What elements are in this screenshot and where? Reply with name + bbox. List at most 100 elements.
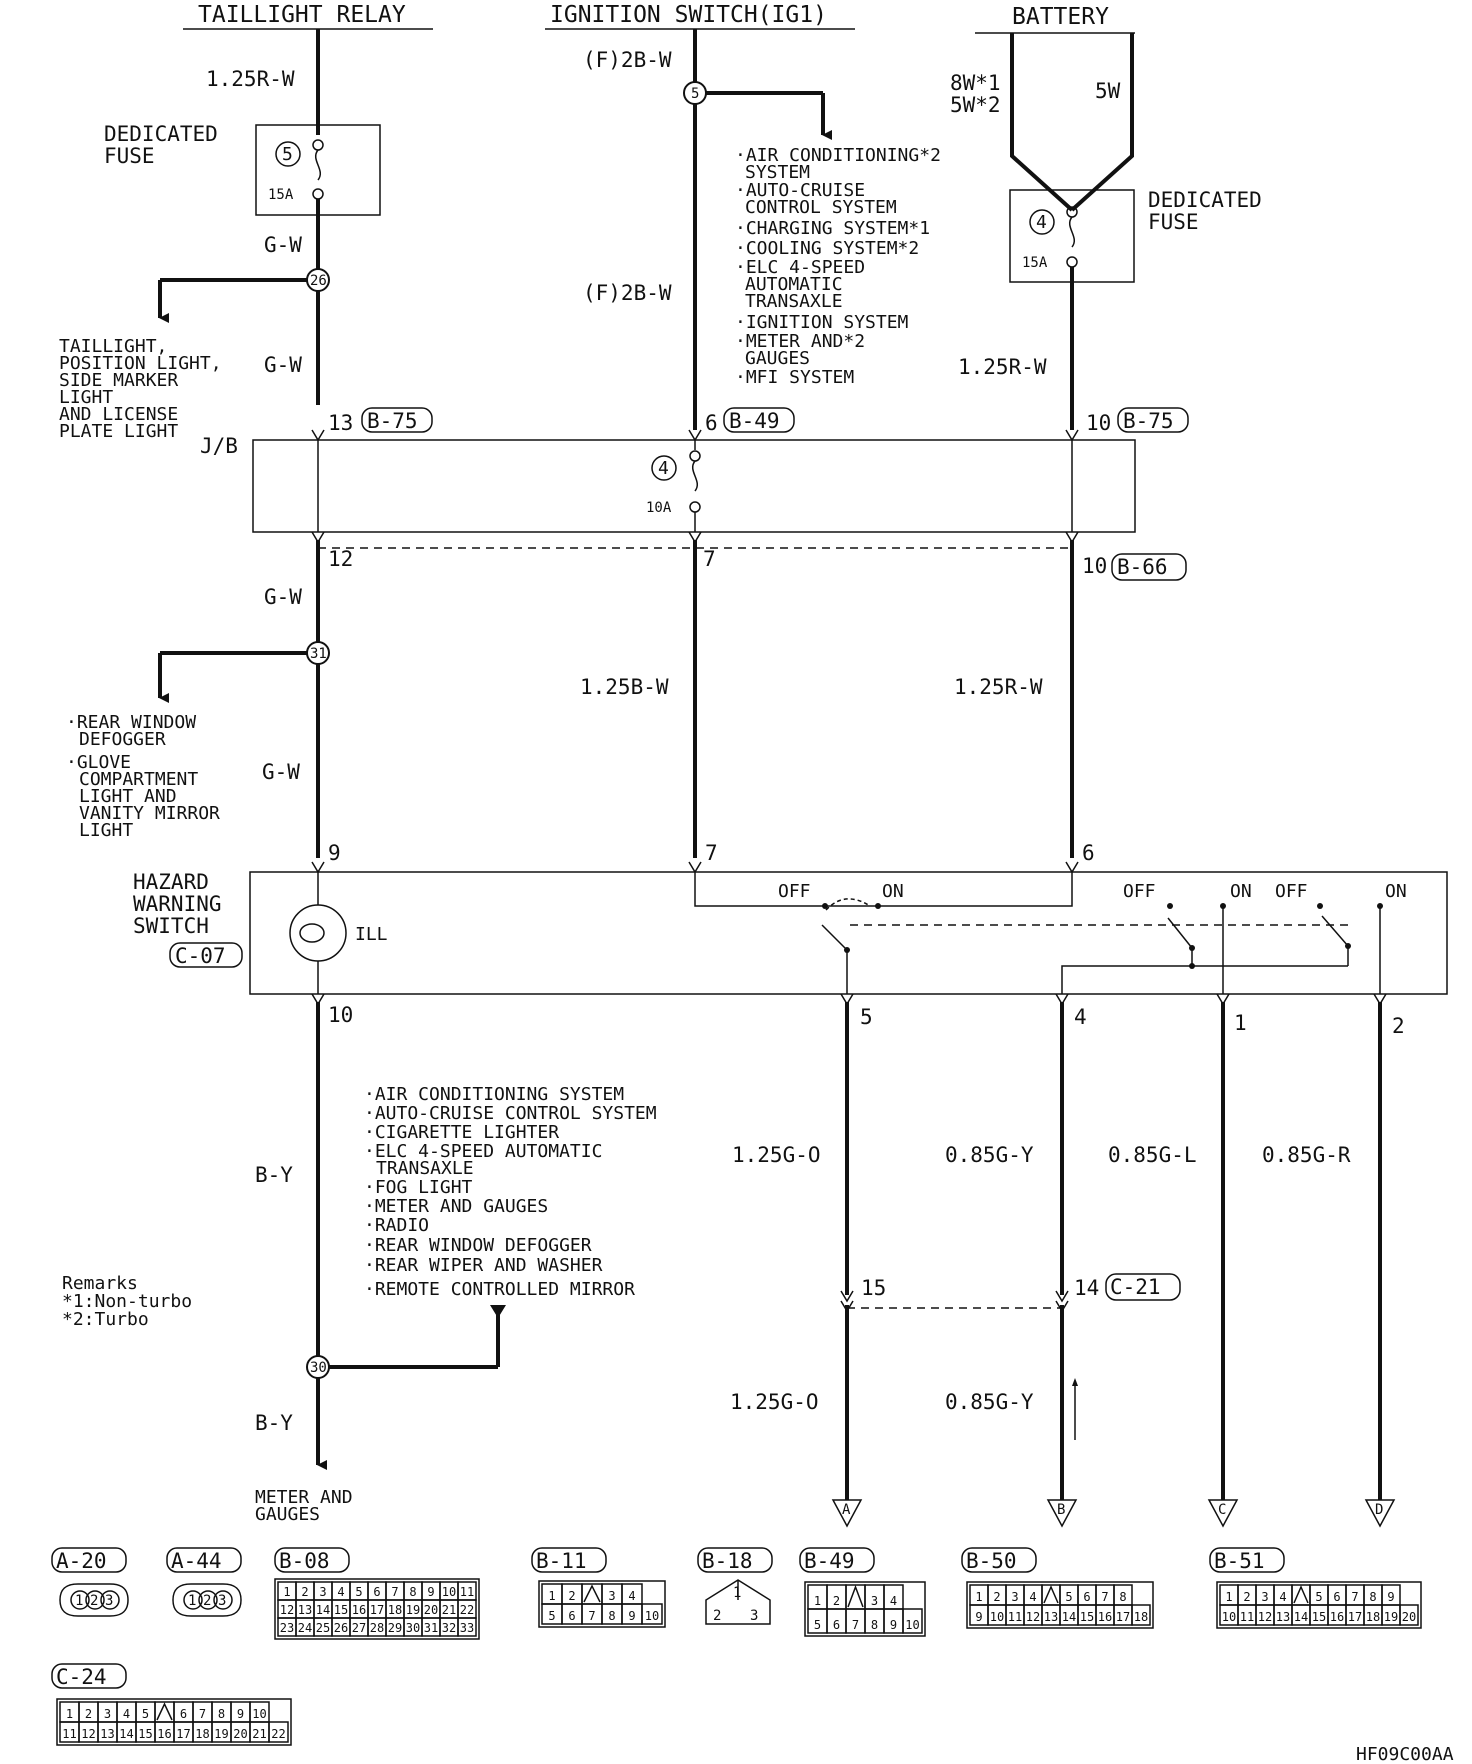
pin-cell <box>641 1603 663 1625</box>
key-mark <box>1043 1585 1059 1604</box>
jb-pin: 7 <box>703 547 716 571</box>
pin-label: 14 <box>119 1727 133 1741</box>
pin-label: 17 <box>1116 1610 1130 1624</box>
pin-label: 14 <box>1062 1610 1076 1624</box>
pin-label: 1 <box>733 1585 741 1601</box>
connector-tag <box>169 942 243 968</box>
pin-label: 17 <box>1348 1610 1362 1624</box>
output-terminal-b: B <box>1046 1499 1078 1528</box>
hazard-pin: 7 <box>705 841 718 865</box>
pin-label: 5 <box>355 1585 362 1599</box>
connector-body <box>804 1581 926 1637</box>
key-mark <box>583 1584 601 1603</box>
pin-label: 11 <box>62 1727 76 1741</box>
dedicated-fuse-left-label1: DEDICATED <box>104 122 218 146</box>
hazard-pin: 9 <box>328 841 341 865</box>
pin-label: 4 <box>890 1594 897 1608</box>
junction-block: J/B 13 B-75 6 B-49 10 B-75 4 10A 12 7 10… <box>200 407 1189 581</box>
remarks-r2: *2:Turbo <box>62 1309 149 1330</box>
c21-pin: 14 <box>1074 1276 1099 1300</box>
pin-label: 18 <box>1366 1610 1380 1624</box>
hazard-pin: 10 <box>328 1003 353 1027</box>
switch-on-label: ON <box>1385 881 1407 902</box>
wire-label: G-W <box>264 353 302 377</box>
switch-on-label: ON <box>1230 881 1252 902</box>
pin-label: 14 <box>1294 1610 1308 1624</box>
branch-line: TAILLIGHT, <box>59 336 167 357</box>
pin-label: 1 <box>975 1590 982 1604</box>
junction-26 <box>306 268 330 292</box>
wire-label: 5W <box>1095 79 1121 103</box>
junction-26-label: 26 <box>310 273 327 289</box>
branch-line: ·COOLING SYSTEM*2 <box>735 238 919 259</box>
pin-label: 18 <box>388 1603 402 1617</box>
pin-label: 26 <box>334 1621 348 1635</box>
branch-line: ·AUTO-CRUISE <box>735 180 865 201</box>
fuse-number: 5 <box>282 144 293 165</box>
pin-label: 19 <box>406 1603 420 1617</box>
pin-label: 4 <box>123 1707 130 1721</box>
pin-label: 5 <box>548 1609 555 1623</box>
pin-label: 1 <box>188 1593 196 1609</box>
connector-tag <box>1117 407 1189 433</box>
branch-line: ·REAR WIPER AND WASHER <box>364 1255 603 1276</box>
pin-label: 7 <box>588 1609 595 1623</box>
pin-label: 9 <box>427 1585 434 1599</box>
pin-label: 1 <box>1225 1590 1232 1604</box>
battery-circuit: 8W*1 5W*2 5W DEDICATED FUSE 4 15A 1.25R-… <box>950 33 1262 430</box>
pin-label: 20 <box>1402 1610 1416 1624</box>
jb-fuse-amp: 10A <box>646 500 672 516</box>
pin-label: 16 <box>157 1727 171 1741</box>
pin-label: 13 <box>1044 1610 1058 1624</box>
fuse-element <box>315 149 321 181</box>
connector-body <box>538 1580 666 1628</box>
connector-label: B-18 <box>702 1549 753 1573</box>
pin-label: 15 <box>334 1603 348 1617</box>
branch-line: TRANSAXLE <box>376 1158 474 1179</box>
pin-label: 2 <box>90 1593 98 1609</box>
branch-line: COMPARTMENT <box>79 769 198 790</box>
pin-label: 19 <box>1384 1610 1398 1624</box>
remarks-r1: *1:Non-turbo <box>62 1291 192 1312</box>
connector-tag-label: B-75 <box>367 409 418 433</box>
pin-label: 2 <box>301 1585 308 1599</box>
pin-label: 17 <box>176 1727 190 1741</box>
pin-label: 5 <box>1315 1590 1322 1604</box>
jb-pin: 10 <box>1082 554 1107 578</box>
branch-line: LIGHT <box>59 387 113 408</box>
battery-label: BATTERY <box>1012 4 1109 30</box>
fuse-amp: 15A <box>1022 255 1048 271</box>
switch-off-label: OFF <box>778 881 811 902</box>
wire-label: 1.25R-W <box>958 355 1047 379</box>
connector-label: B-11 <box>536 1549 587 1573</box>
taillight-relay-label: TAILLIGHT RELAY <box>198 2 406 28</box>
branch-line: ·METER AND*2 <box>735 331 865 352</box>
wire-label: B-Y <box>255 1411 293 1435</box>
pin-label: 15 <box>1080 1610 1094 1624</box>
taillight-circuit: 1.25R-W DEDICATED FUSE 5 15A G-W 26 G-W … <box>59 29 381 442</box>
connector-body <box>1216 1581 1422 1629</box>
pin-label: 6 <box>373 1585 380 1599</box>
pin-label: 2 <box>833 1594 840 1608</box>
pin-label: 10 <box>1222 1610 1236 1624</box>
jb-pin: 13 <box>328 411 353 435</box>
pin-label: 3 <box>105 1593 113 1609</box>
pin-label: 20 <box>233 1727 247 1741</box>
hazard-pin: 4 <box>1074 1005 1087 1029</box>
pin-label: 2 <box>1243 1590 1250 1604</box>
output-terminal-c: C <box>1207 1499 1239 1528</box>
pin-label: 8 <box>871 1618 878 1632</box>
fuse-amp: 15A <box>268 187 294 203</box>
wire-label: 0.85G-Y <box>945 1390 1034 1414</box>
branch-line: ·IGNITION SYSTEM <box>735 312 909 333</box>
pin-label: 21 <box>252 1727 266 1741</box>
pin-label: 19 <box>214 1727 228 1741</box>
branch-line: AUTOMATIC <box>745 274 843 295</box>
hazard-label2: WARNING <box>133 892 222 916</box>
pin-label: 8 <box>218 1707 225 1721</box>
wire-label: B-Y <box>255 1163 293 1187</box>
connector-tag <box>1105 1273 1181 1301</box>
